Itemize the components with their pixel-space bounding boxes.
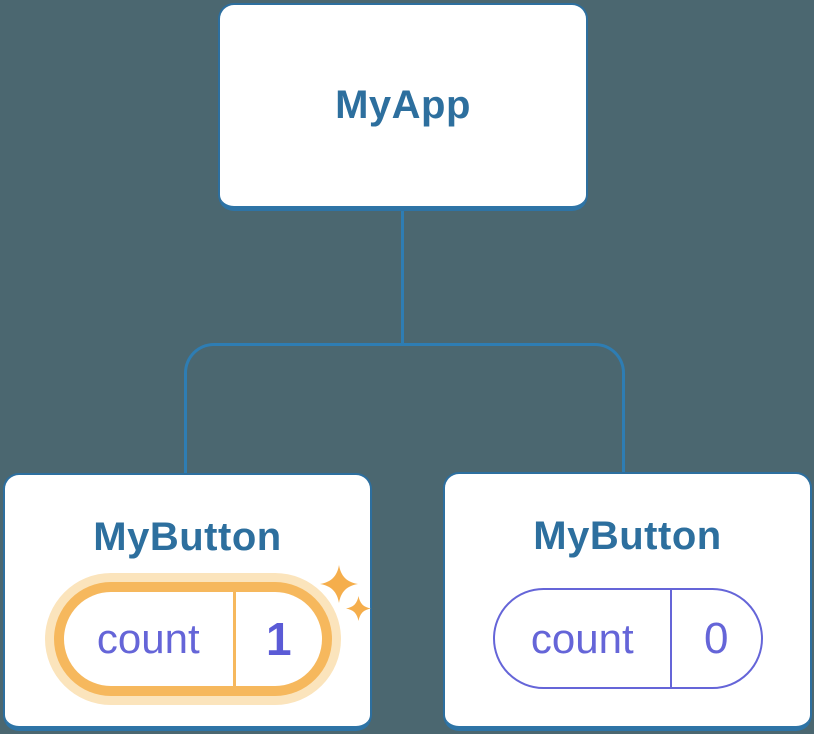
connector-root-stem bbox=[401, 209, 404, 346]
state-pill-body: count 1 bbox=[64, 592, 322, 686]
node-myapp: MyApp bbox=[218, 3, 588, 211]
state-pill-plain: count 0 bbox=[493, 588, 763, 689]
state-pill-highlight-ring: count 1 bbox=[54, 582, 332, 696]
state-key-label: count bbox=[96, 615, 200, 662]
node-label-mybutton-right: MyButton bbox=[533, 514, 722, 558]
node-label-mybutton-left: MyButton bbox=[93, 515, 282, 559]
state-value: 0 bbox=[704, 613, 729, 663]
pill-divider bbox=[669, 590, 672, 687]
state-key-label: count bbox=[530, 614, 634, 662]
node-mybutton-highlighted: MyButton count 1 bbox=[3, 473, 372, 731]
node-mybutton-plain: MyButton count 0 bbox=[443, 472, 812, 731]
sparkle-icon bbox=[346, 596, 371, 621]
state-pill-highlighted: count 1 bbox=[45, 573, 341, 705]
sparkle-icon bbox=[320, 565, 358, 603]
pill-divider bbox=[232, 592, 236, 686]
connector-branch bbox=[184, 343, 625, 486]
state-value: 1 bbox=[265, 613, 292, 665]
node-label-myapp: MyApp bbox=[335, 83, 471, 127]
